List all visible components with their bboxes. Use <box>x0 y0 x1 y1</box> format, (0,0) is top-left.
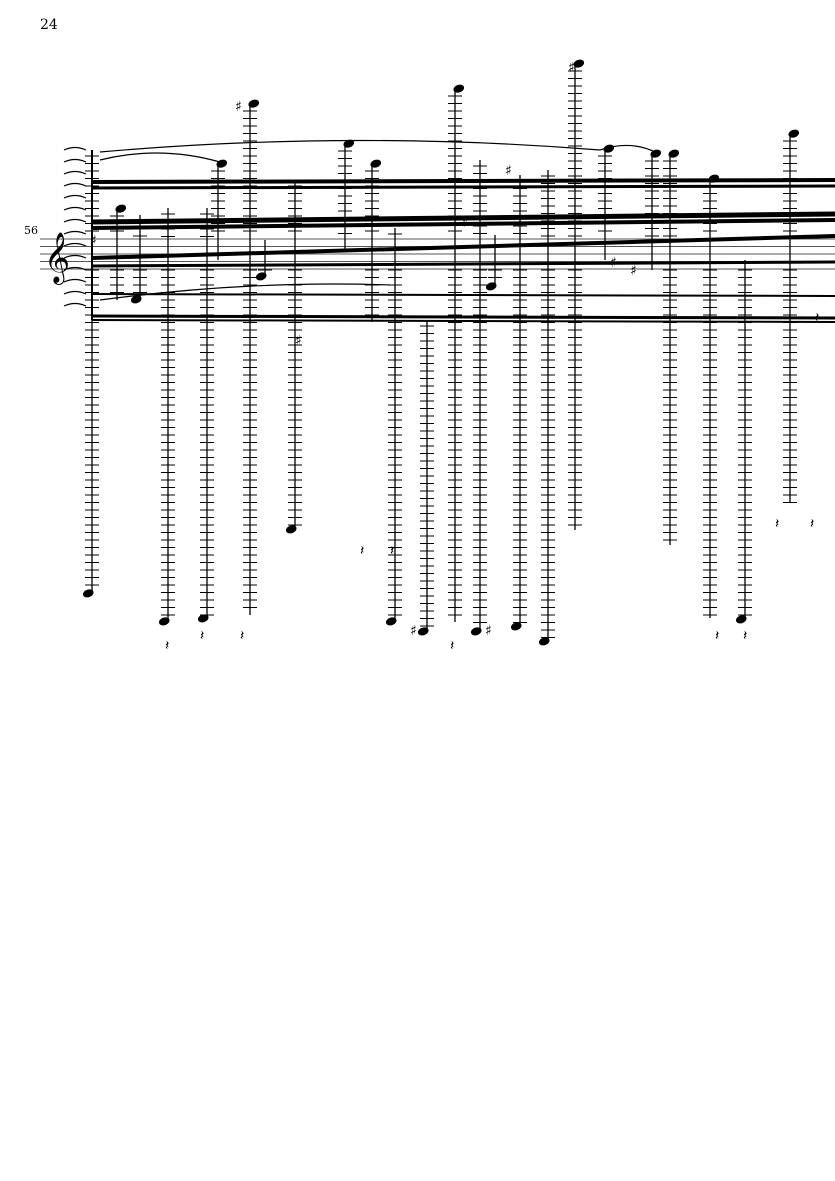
tie <box>63 242 87 247</box>
notehead <box>453 84 465 93</box>
notehead <box>788 129 800 138</box>
rest-icon: 𝄽 <box>715 628 719 644</box>
tie <box>63 290 87 295</box>
notehead <box>510 622 522 631</box>
ties <box>63 139 656 307</box>
beam <box>91 319 835 323</box>
notehead <box>708 174 720 183</box>
notehead <box>82 589 94 598</box>
sharp-icon: ♯ <box>90 233 97 249</box>
notehead <box>216 159 228 168</box>
sharp-icon: ♯ <box>630 263 637 279</box>
notehead <box>343 139 355 148</box>
beam <box>91 234 835 260</box>
tie <box>63 146 87 151</box>
rest-icon: 𝄽 <box>200 628 204 644</box>
tie <box>63 170 87 175</box>
sharp-icon: ♯ <box>235 99 242 115</box>
notehead <box>385 617 397 626</box>
beam <box>91 260 835 268</box>
notehead <box>130 295 142 304</box>
treble-clef-icon: 𝄞 <box>44 232 70 285</box>
sharp-icon: ♯ <box>610 255 617 271</box>
rest-icon: 𝄽 <box>165 638 169 654</box>
sharp-icon: ♯ <box>410 623 417 639</box>
tie <box>63 218 87 223</box>
notehead <box>255 272 267 281</box>
notehead <box>668 149 680 158</box>
beam <box>91 293 835 297</box>
beam <box>91 218 835 230</box>
notehead <box>538 637 550 646</box>
page-number: 24 <box>40 17 58 33</box>
beam <box>91 211 835 225</box>
tie <box>63 194 87 199</box>
slur <box>99 283 391 301</box>
notehead <box>158 617 170 626</box>
notehead <box>248 99 260 108</box>
sharp-icon: ♯ <box>505 163 512 179</box>
notehead <box>370 159 382 168</box>
sharp-icon: ♯ <box>295 333 302 349</box>
tie <box>63 158 87 163</box>
sharp-icon: ♯ <box>462 215 469 231</box>
beam <box>91 184 835 190</box>
rest-icon: 𝄽 <box>810 516 814 532</box>
notehead <box>470 627 482 636</box>
measure-number: 56 <box>24 224 38 237</box>
notehead <box>417 627 429 636</box>
notehead <box>115 204 127 213</box>
tie <box>63 182 87 187</box>
notehead <box>573 59 585 68</box>
beams <box>91 178 835 323</box>
rest-icon: 𝄽 <box>775 516 779 532</box>
notehead <box>485 282 497 291</box>
tie <box>599 144 656 153</box>
rest-icon: 𝄽 <box>240 628 244 644</box>
rest-icon: 𝄽 <box>743 628 747 644</box>
rest-icon: 𝄽 <box>450 638 454 654</box>
sharp-icon: ♯ <box>485 623 492 639</box>
rest-icon: 𝄽 <box>360 543 364 559</box>
notes: ♯ ♯ ♯ ♯ ♯ ♯ ♯ ♯ ♯ ♯ 𝄽 𝄽 𝄽 𝄽 𝄽 𝄽 𝄽 𝄽 𝄽 𝄽 𝄽 <box>82 59 819 654</box>
tie <box>63 230 87 235</box>
rest-icon: 𝄽 <box>815 310 819 326</box>
tie <box>63 266 87 271</box>
notehead <box>285 525 297 534</box>
notehead <box>197 614 209 623</box>
sharp-icon: ♯ <box>568 60 575 76</box>
slur <box>99 152 221 163</box>
rest-icon: 𝄽 <box>390 543 394 559</box>
tie <box>63 302 87 307</box>
tie <box>63 254 87 259</box>
beam <box>91 314 835 320</box>
beam <box>91 178 835 184</box>
tie <box>63 206 87 211</box>
tie <box>63 278 87 283</box>
notehead <box>735 615 747 624</box>
slur <box>99 139 601 153</box>
